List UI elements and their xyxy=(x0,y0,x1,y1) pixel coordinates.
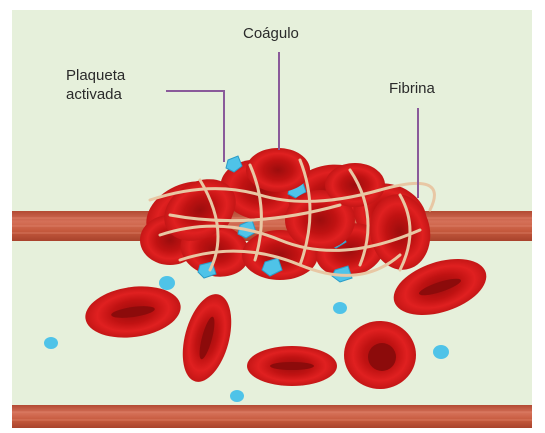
platelet xyxy=(159,276,175,290)
red-blood-cell xyxy=(82,281,184,344)
vessel-wall-bottom xyxy=(12,405,532,428)
clot-mass xyxy=(137,148,437,284)
red-blood-cell xyxy=(174,289,240,387)
activated-platelet-label: Plaqueta activada xyxy=(66,66,125,104)
platelet xyxy=(44,337,58,349)
red-blood-cell xyxy=(247,346,337,386)
platelet xyxy=(433,345,449,359)
activated-platelet-label-line1: Plaqueta xyxy=(66,66,125,85)
clot-label: Coágulo xyxy=(243,24,299,43)
platelet xyxy=(333,302,347,314)
activated-platelet-label-line2: activada xyxy=(66,85,125,104)
platelet xyxy=(230,390,244,402)
fibrin-label: Fibrina xyxy=(389,79,435,98)
red-blood-cell xyxy=(344,321,416,389)
leader-line-platelet xyxy=(166,91,224,162)
